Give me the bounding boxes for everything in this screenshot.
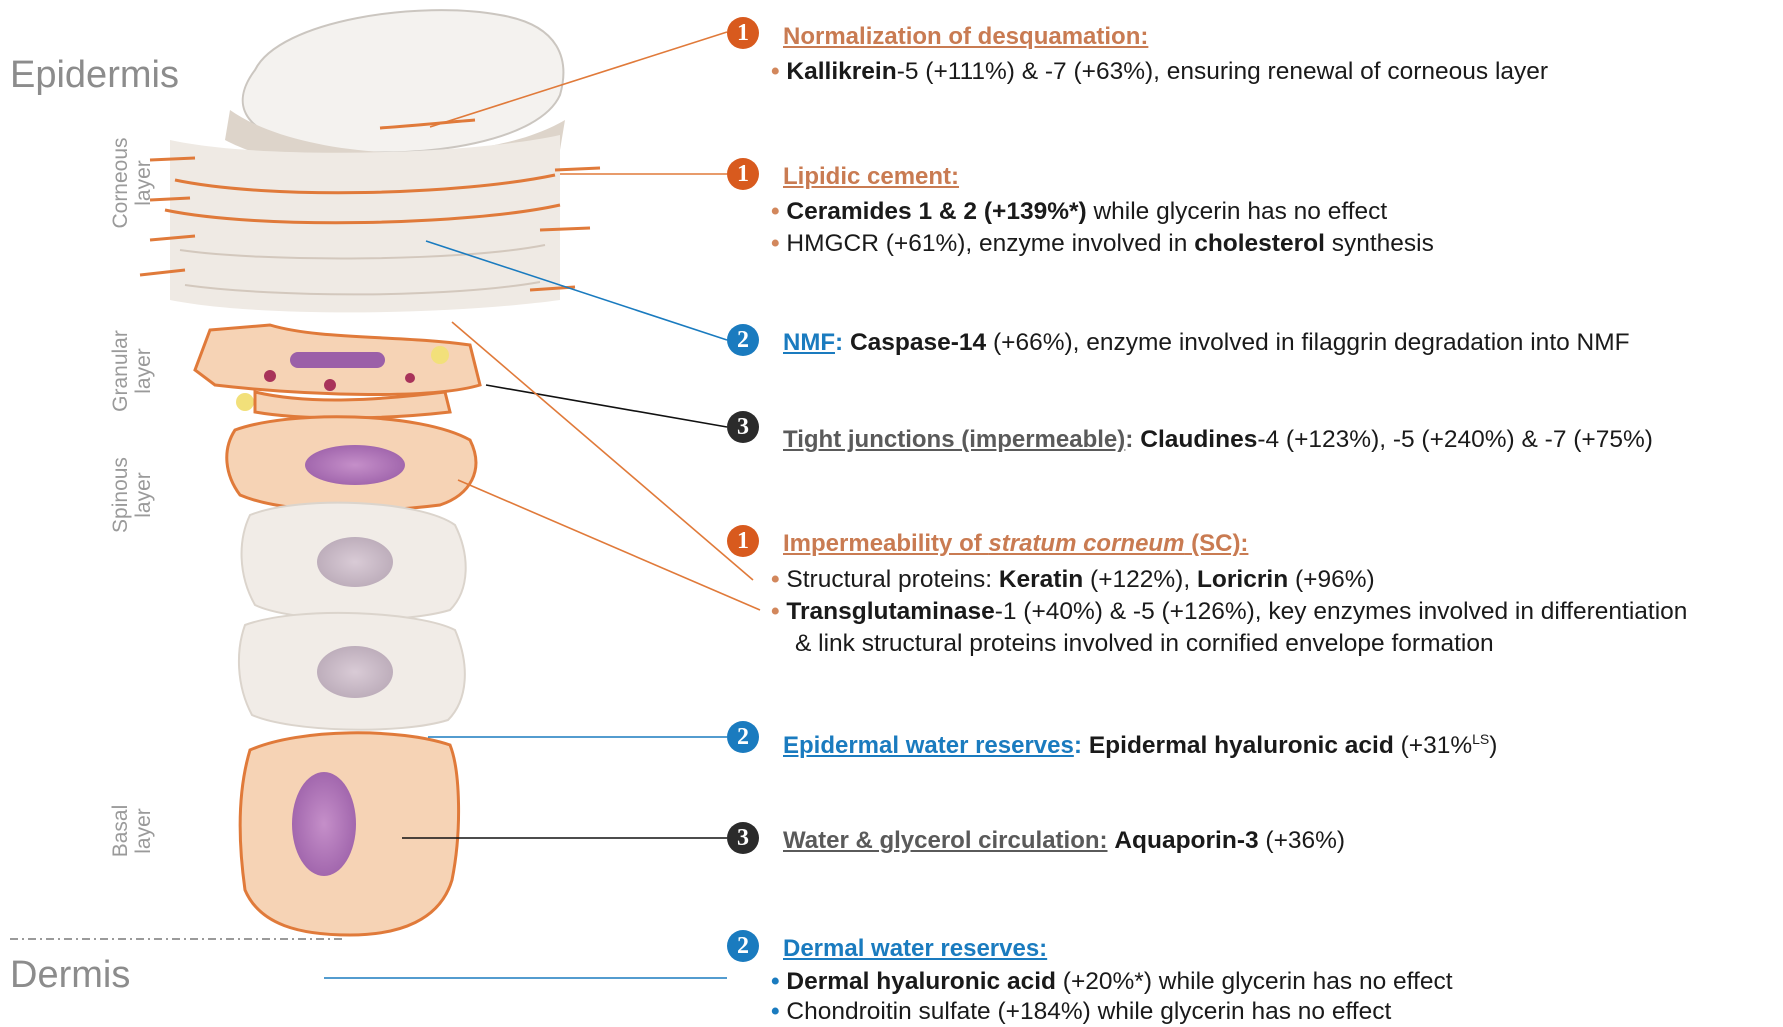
annotation-bullet: • Ceramides 1 & 2 (+139%*) while glyceri… [771, 196, 1387, 227]
annotation-heading: Normalization of desquamation: [783, 20, 1148, 53]
annotation-line: NMF: Caspase-14 (+66%), enzyme involved … [783, 326, 1630, 359]
annotation-line: Tight junctions (impermeable): Claudines… [783, 423, 1653, 456]
annotation-heading: Lipidic cement: [783, 160, 959, 193]
annotation-bullet: • Transglutaminase-1 (+40%) & -5 (+126%)… [771, 596, 1687, 627]
number-badge: 1 [727, 17, 759, 49]
number-badge: 2 [727, 324, 759, 356]
epidermis-label: Epidermis [10, 54, 179, 97]
annotation-bullet: • HMGCR (+61%), enzyme involved in chole… [771, 228, 1434, 259]
annotation-heading: Impermeability of stratum corneum (SC): [783, 527, 1248, 560]
number-badge: 3 [727, 411, 759, 443]
annotation-bullet: • Structural proteins: Keratin (+122%), … [771, 564, 1375, 595]
spinous-layer-shape [227, 417, 476, 511]
annotation-line: Water & glycerol circulation: Aquaporin-… [783, 824, 1345, 857]
annotation-heading: Dermal water reserves: [783, 932, 1047, 965]
annotation-bullet: • Chondroitin sulfate (+184%) while glyc… [771, 996, 1391, 1027]
annotation-bullet: • Kallikrein-5 (+111%) & -7 (+63%), ensu… [771, 56, 1548, 87]
number-badge: 2 [727, 930, 759, 962]
annotation-continuation: & link structural proteins involved in c… [795, 628, 1494, 659]
pale-cells [239, 503, 466, 730]
number-badge: 1 [727, 158, 759, 190]
number-badge: 3 [727, 822, 759, 854]
granular-layer-shape [195, 325, 480, 418]
number-badge: 2 [727, 721, 759, 753]
annotation-bullet: • Dermal hyaluronic acid (+20%*) while g… [771, 966, 1453, 997]
number-badge: 1 [727, 525, 759, 557]
annotation-line: Epidermal water reserves: Epidermal hyal… [783, 723, 1497, 762]
basal-layer-shape [240, 733, 458, 935]
corneous-layer-shape [140, 135, 600, 312]
dermis-label: Dermis [10, 954, 130, 997]
